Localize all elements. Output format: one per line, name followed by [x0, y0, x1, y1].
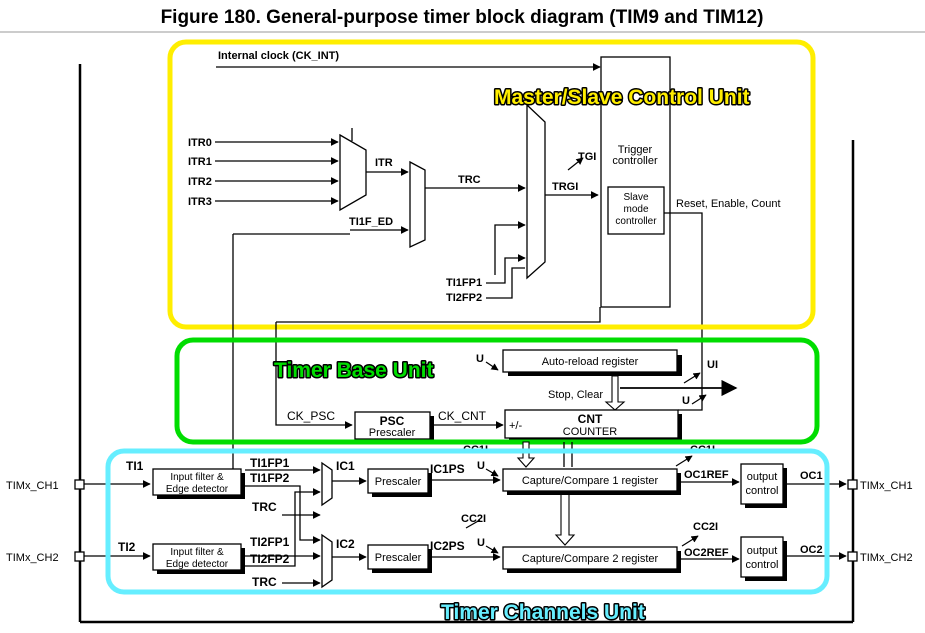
ic1-prescaler-label: Prescaler: [375, 476, 422, 488]
timer-channels-title: Timer Channels Unit: [441, 601, 645, 624]
ic2-mux: [321, 533, 333, 589]
ic2-prescaler-label: Prescaler: [375, 552, 422, 564]
ti2-label: TI2: [118, 540, 136, 554]
cc1-u-label: U: [477, 460, 485, 472]
input-filter-1: [152, 468, 242, 496]
output-control-1: [740, 463, 784, 505]
ms-ti2fp2-label: TI2FP2: [446, 292, 482, 304]
ch1-pin-left: TIMx_CH1: [6, 480, 59, 492]
slave-mode-label-2: mode: [623, 204, 648, 215]
trgi-mux: [526, 103, 546, 280]
cc1-to-cc2-arrow: [554, 491, 576, 546]
tgi-label: TGI: [578, 151, 596, 163]
oc1ref-label: OC1REF: [684, 469, 729, 481]
psc-sub-label: Prescaler: [369, 427, 416, 439]
itr-mux: [339, 133, 367, 212]
itr-label: ITR: [375, 157, 393, 169]
cnt-to-cc1-arrow: [516, 441, 536, 468]
auto-reload-label: Auto-reload register: [542, 356, 639, 368]
slave-mode-label-1: Slave: [623, 192, 648, 203]
input-filter-2: [152, 543, 242, 571]
cc1-register-label: Capture/Compare 1 register: [522, 475, 659, 487]
internal-clock-label: Internal clock (CK_INT): [218, 50, 339, 62]
cnt-counter-block: [504, 409, 679, 439]
cc2i-label-left: CC2I: [461, 513, 486, 525]
ch1-pin-left-box: [74, 479, 85, 490]
cc2-register-label: Capture/Compare 2 register: [522, 553, 659, 565]
output-control-2-line1: output: [747, 545, 778, 557]
ti1fp2-label: TI1FP2: [250, 471, 290, 485]
cc2i-label-right: CC2I: [693, 521, 718, 533]
input-filter-1-line1: Input filter &: [170, 472, 224, 483]
timer-base-title: Timer Base Unit: [274, 359, 434, 382]
timer-base-section: CK_PSC Auto-reload register U UI U Stop,…: [174, 233, 820, 470]
ic2-prescaler: [367, 544, 429, 570]
timer-channels-outline: [105, 448, 830, 595]
trigger-controller-label-2: controller: [612, 155, 658, 167]
timer-base-outline: [174, 337, 820, 445]
trigger-controller-block: [600, 56, 671, 308]
ch2-pin-left: TIMx_CH2: [6, 552, 59, 564]
itr1-label: ITR1: [188, 156, 212, 168]
ic2ps-label: IC2PS: [430, 539, 465, 553]
ic1ps-label: IC1PS: [430, 462, 465, 476]
ck-psc-label: CK_PSC: [287, 409, 335, 423]
cnt-sub-label: COUNTER: [563, 426, 617, 438]
input-filter-2-line1: Input filter &: [170, 547, 224, 558]
input-filter-2-line2: Edge detector: [166, 559, 229, 570]
itr0-label: ITR0: [188, 137, 212, 149]
ic1-prescaler: [367, 468, 429, 494]
ti1-label: TI1: [126, 459, 144, 473]
cnt-plus-minus: +/-: [509, 420, 522, 432]
ti1fp1-label: TI1FP1: [250, 456, 290, 470]
output-control-2-line2: control: [745, 559, 778, 571]
base-u-label: U: [682, 395, 690, 407]
master-slave-title: Master/Slave Control Unit: [494, 86, 750, 109]
stop-clear-label: Stop, Clear: [548, 389, 603, 401]
arr-to-cnt-arrow: [604, 375, 626, 411]
ic1-label: IC1: [336, 459, 355, 473]
trigger-controller-label-1: Trigger: [618, 144, 653, 156]
arr-u-label: U: [476, 353, 484, 365]
input-filter-1-line2: Edge detector: [166, 484, 229, 495]
ic1-mux: [321, 461, 333, 507]
ti1f-ed-label: TI1F_ED: [349, 216, 393, 228]
slave-mode-controller-block: [607, 186, 665, 235]
output-control-1-line1: output: [747, 471, 778, 483]
outer-frame: [78, 64, 855, 624]
reset-enable-count-label: Reset, Enable, Count: [676, 198, 781, 210]
cnt-label: CNT: [578, 412, 603, 426]
itr3-label: ITR3: [188, 196, 212, 208]
slave-mode-label-3: controller: [615, 216, 657, 227]
timer-channels-section: TIMx_CH1 TIMx_CH2 TIMx_CH1 TIMx_CH2 TI1 …: [6, 441, 913, 626]
ch2-pin-right: TIMx_CH2: [860, 552, 913, 564]
output-control-2: [740, 536, 784, 578]
psc-label: PSC: [380, 414, 405, 428]
trgi-label: TRGI: [552, 181, 578, 193]
output-control-1-line2: control: [745, 485, 778, 497]
oc2ref-label: OC2REF: [684, 547, 729, 559]
ch1-pin-right: TIMx_CH1: [860, 480, 913, 492]
trc-mux: [409, 160, 426, 249]
ui-label: UI: [707, 359, 718, 371]
master-slave-outline: [167, 39, 816, 330]
cc2-u-label: U: [477, 537, 485, 549]
master-slave-section: Internal clock (CK_INT) Trigger controll…: [167, 39, 816, 411]
ch2-pin-left-box: [74, 551, 85, 562]
ch1-pin-right-box: [847, 479, 858, 490]
trc-label-ch2: TRC: [252, 575, 277, 589]
trc-label-top: TRC: [458, 174, 481, 186]
ms-ti1fp1-label: TI1FP1: [446, 277, 482, 289]
figure-title: Figure 180. General-purpose timer block …: [161, 7, 764, 28]
oc2-label: OC2: [800, 544, 823, 556]
oc1-label: OC1: [800, 470, 823, 482]
ti2fp1-label: TI2FP1: [250, 535, 290, 549]
ic2-label: IC2: [336, 537, 355, 551]
itr2-label: ITR2: [188, 176, 212, 188]
ck-cnt-label: CK_CNT: [438, 409, 487, 423]
ch2-pin-right-box: [847, 551, 858, 562]
ti2fp2-label: TI2FP2: [250, 552, 290, 566]
trc-label-ch1: TRC: [252, 500, 277, 514]
